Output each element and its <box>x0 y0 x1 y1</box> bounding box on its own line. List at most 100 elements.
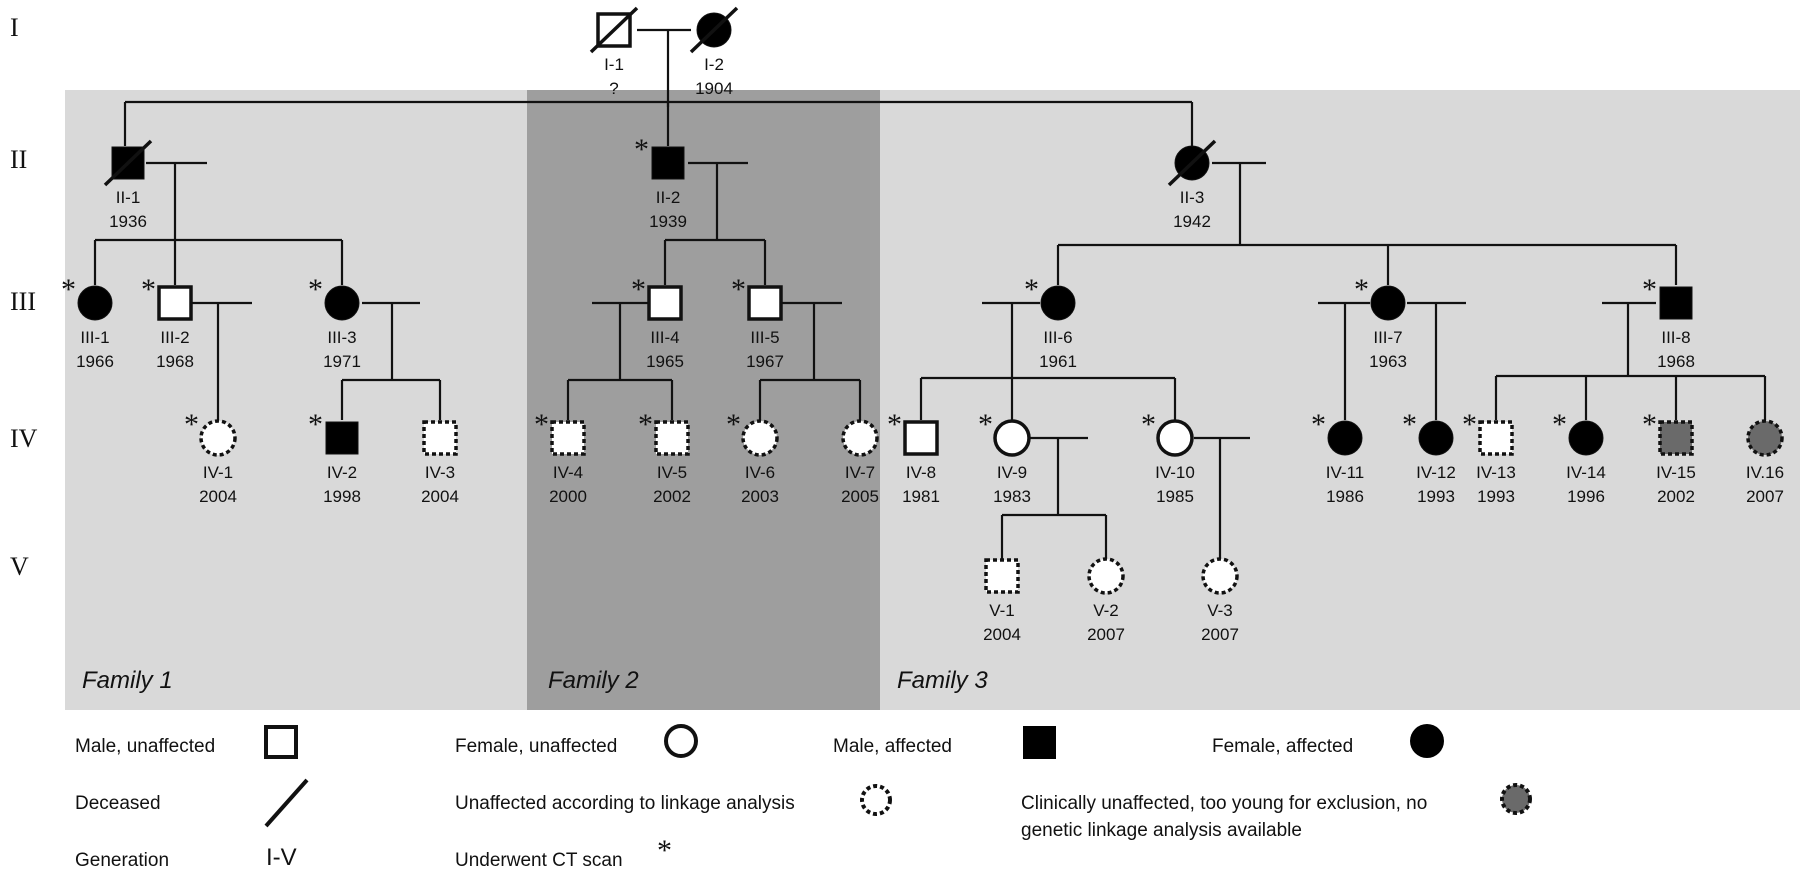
male-symbol <box>157 285 193 321</box>
family-1-label: Family 1 <box>82 667 173 694</box>
individual-v-1: V-1 2004 <box>983 558 1021 644</box>
birth-year: 1968 <box>1657 352 1695 371</box>
ct-scan-marker: * <box>1642 273 1657 306</box>
female-symbol <box>199 419 237 457</box>
affected-female-symbol <box>1370 285 1406 321</box>
legend-male-unaffected-symbol <box>264 725 298 759</box>
birth-year: 1971 <box>323 352 361 371</box>
deceased-slash <box>103 139 153 187</box>
female-symbol <box>841 419 879 457</box>
deceased-slash <box>1167 139 1217 187</box>
ct-scan-marker: * <box>1402 408 1417 441</box>
affected-female-symbol <box>1568 420 1604 456</box>
ct-scan-marker: * <box>1141 408 1156 441</box>
individual-id: I-2 <box>704 55 724 74</box>
individual-id: IV-15 <box>1656 463 1696 482</box>
individual-id: III-3 <box>327 328 356 347</box>
legend-ct-scan-symbol: * <box>657 834 672 867</box>
birth-year: 2007 <box>1087 625 1125 644</box>
legend-female-unaffected-symbol <box>664 724 698 758</box>
birth-year: 1968 <box>156 352 194 371</box>
male-symbol <box>747 285 783 321</box>
birth-year: 2004 <box>421 487 459 506</box>
male-symbol <box>654 420 690 456</box>
birth-year: 1993 <box>1477 487 1515 506</box>
birth-year: 1966 <box>76 352 114 371</box>
birth-year: 2004 <box>199 487 237 506</box>
birth-year: 1986 <box>1326 487 1364 506</box>
individual-id: IV-6 <box>745 463 775 482</box>
individual-id: III-7 <box>1373 328 1402 347</box>
ct-scan-marker: * <box>184 408 199 441</box>
individual-id: I-1 <box>604 55 624 74</box>
birth-year: 2003 <box>741 487 779 506</box>
pedigree-lines <box>93 28 1767 560</box>
ct-scan-marker: * <box>1462 408 1477 441</box>
birth-year: 1967 <box>746 352 784 371</box>
deceased-slash <box>589 6 639 54</box>
family-2-label: Family 2 <box>548 667 639 694</box>
individual-id: IV-11 <box>1326 463 1364 482</box>
generation-label-1: I <box>10 13 19 42</box>
individual-id: IV.16 <box>1746 463 1784 482</box>
legend-female-affected-label: Female, affected <box>1212 736 1353 757</box>
legend-male-affected-symbol <box>1023 726 1056 759</box>
birth-year: 1942 <box>1173 212 1211 231</box>
ct-scan-marker: * <box>978 408 993 441</box>
male-symbol <box>550 420 586 456</box>
ct-scan-marker: * <box>534 408 549 441</box>
affected-female-symbol <box>77 285 113 321</box>
ct-scan-marker: * <box>1642 408 1657 441</box>
legend-female-affected-symbol <box>1410 724 1444 758</box>
birth-year: 1965 <box>646 352 684 371</box>
legend-clinically-unaffected-label-1: Clinically unaffected, too young for exc… <box>1021 793 1427 814</box>
legend-linkage-symbol <box>860 784 892 816</box>
birth-year: 2000 <box>549 487 587 506</box>
individual-id: IV-12 <box>1416 463 1456 482</box>
ct-scan-marker: * <box>308 273 323 306</box>
individual-id: IV-2 <box>327 463 357 482</box>
ct-scan-marker: * <box>61 273 76 306</box>
birth-year: 1963 <box>1369 352 1407 371</box>
family-3-panel <box>880 90 1800 710</box>
individual-id: IV-4 <box>553 463 583 482</box>
birth-year: 2004 <box>983 625 1021 644</box>
generation-label-5: V <box>10 552 29 581</box>
affected-female-symbol <box>1327 420 1363 456</box>
female-symbol <box>993 419 1031 457</box>
birth-year: 2007 <box>1746 487 1784 506</box>
individual-id: V-3 <box>1207 601 1233 620</box>
legend-clinically-unaffected-symbol <box>1500 783 1532 815</box>
individual-id: V-1 <box>989 601 1015 620</box>
legend-male-unaffected-label: Male, unaffected <box>75 736 215 757</box>
individual-iii-3: * III-3 1971 <box>308 273 361 371</box>
individual-iv-4: * IV-4 2000 <box>534 408 587 506</box>
deceased-slash <box>689 6 739 54</box>
individual-iv-16: IV.16 2007 <box>1746 419 1784 506</box>
ct-scan-marker: * <box>1552 408 1567 441</box>
legend: Male, unaffected Female, unaffected Male… <box>75 724 1532 871</box>
male-symbol <box>1658 420 1694 456</box>
individual-id: IV-10 <box>1155 463 1195 482</box>
individual-id: II-3 <box>1180 188 1205 207</box>
female-symbol <box>1156 419 1194 457</box>
legend-linkage-label: Unaffected according to linkage analysis <box>455 793 795 814</box>
individual-id: IV-7 <box>845 463 875 482</box>
individual-id: III-4 <box>650 328 679 347</box>
ct-scan-marker: * <box>308 408 323 441</box>
